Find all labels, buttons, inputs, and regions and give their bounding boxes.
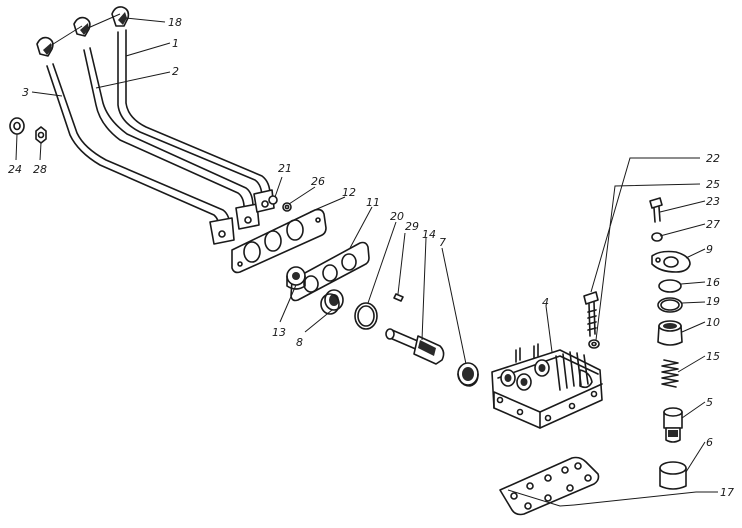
leader-lines xyxy=(15,13,718,507)
callout-9: 9 xyxy=(706,243,713,256)
callout-7: 7 xyxy=(439,236,446,249)
o-ring-19 xyxy=(657,297,683,313)
bushing-8 xyxy=(320,289,344,315)
gasket-11 xyxy=(290,241,370,302)
lever-rods xyxy=(36,6,275,245)
cover-plate-17 xyxy=(499,456,600,516)
callout-21: 21 xyxy=(278,162,292,175)
callout-20: 20 xyxy=(390,210,404,223)
plug-13 xyxy=(286,266,306,290)
callout-8: 8 xyxy=(296,336,303,349)
lever-rod-1 xyxy=(117,29,271,199)
valve-stem-5 xyxy=(663,407,683,443)
callout-6: 6 xyxy=(706,436,713,449)
washer-21 xyxy=(268,195,278,205)
nut-24 xyxy=(9,117,25,135)
callout-24: 24 xyxy=(8,163,22,176)
callout-labels: 18 1 2 3 24 28 21 26 12 11 20 29 14 7 4 … xyxy=(8,16,734,499)
callout-5: 5 xyxy=(706,396,713,409)
plug-6 xyxy=(659,461,687,490)
o-ring-20 xyxy=(354,302,378,330)
callout-23: 23 xyxy=(706,195,720,208)
bolt-22 xyxy=(583,291,599,337)
callout-3: 3 xyxy=(22,86,29,99)
shaft-14 xyxy=(385,328,445,365)
callout-4: 4 xyxy=(542,296,549,309)
nut-28 xyxy=(35,126,47,144)
callout-27: 27 xyxy=(706,218,720,231)
callout-17: 17 xyxy=(720,486,734,499)
cup-10 xyxy=(657,320,683,346)
washer-25 xyxy=(588,339,600,349)
washer-27 xyxy=(651,232,663,242)
callout-12: 12 xyxy=(342,186,356,199)
pin-29 xyxy=(393,293,404,302)
callout-19: 19 xyxy=(706,295,720,308)
callout-13: 13 xyxy=(272,326,286,339)
callout-1: 1 xyxy=(172,37,179,50)
callout-14: 14 xyxy=(422,228,436,241)
callout-22: 22 xyxy=(706,152,720,165)
callout-16: 16 xyxy=(706,276,720,289)
callout-26: 26 xyxy=(311,175,325,188)
lever-rod-2 xyxy=(83,47,254,213)
spring-15 xyxy=(661,359,679,388)
callout-25: 25 xyxy=(706,178,720,191)
seal-cup-7 xyxy=(457,362,479,387)
callout-18: 18 xyxy=(168,16,182,29)
screw-23 xyxy=(649,197,663,223)
callout-29: 29 xyxy=(405,220,419,233)
nut-26 xyxy=(282,202,292,212)
lever-feet xyxy=(209,189,275,245)
callout-2: 2 xyxy=(172,65,179,78)
gasket-12 xyxy=(231,208,327,274)
valve-housing-4 xyxy=(491,343,603,429)
callout-10: 10 xyxy=(706,316,720,329)
callout-11: 11 xyxy=(366,196,380,209)
o-ring-16 xyxy=(658,279,682,293)
callout-28: 28 xyxy=(33,163,47,176)
knob-18-c xyxy=(36,36,54,57)
flange-9 xyxy=(651,250,691,273)
callout-15: 15 xyxy=(706,350,720,363)
knob-18-b xyxy=(73,16,91,37)
